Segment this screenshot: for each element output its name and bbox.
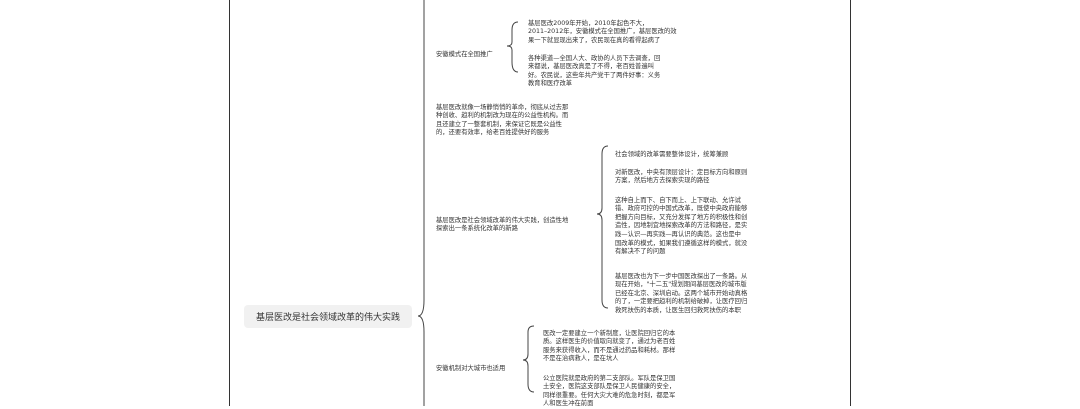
branch-node[interactable]: 基层医改就像一场静悄悄的革命，彻底从过去那 种创收、趋利的机制改为现在的公益性机… <box>436 95 568 138</box>
leaf-node[interactable]: 基层医改也为下一步中国医改探出了一条路。从 现在开始，"十二五"规划期间基层医改… <box>615 264 747 316</box>
leaf-node[interactable]: 这种自上而下、自下而上、上下联动、允许试 错、政府可控的中国式改革，既使中央政府… <box>615 188 747 257</box>
leaf-text: 医改一定要建立一个新制度，让医院回归它的本 质。这样医生的价值取向就变了，通过为… <box>543 329 676 363</box>
leaf-text: 社会领域的改革需要整体设计，统筹兼顾 <box>615 150 729 158</box>
leaf-text: 各种渠道—全国人大、政协的人员下去调查，回 来都说，基层医改真是了不得，老百姓普… <box>528 54 661 88</box>
leaf-node[interactable]: 对新医改，中央有顶层设计：定目标方向和原则 方案，然后地方去探索实现的路径 <box>615 160 747 186</box>
leaf-text: 对新医改，中央有顶层设计：定目标方向和原则 方案，然后地方去探索实现的路径 <box>615 168 748 185</box>
branch-node[interactable]: 安徽模式在全国推广 <box>436 42 493 59</box>
leaf-node[interactable]: 社会领域的改革需要整体设计，统筹兼顾 <box>615 142 728 159</box>
root-node[interactable]: 基层医改是社会领域改革的伟大实践 <box>244 305 412 328</box>
root-label: 基层医改是社会领域改革的伟大实践 <box>255 313 400 323</box>
leaf-node[interactable]: 公立医院就是政府的第二支部队。军队是保卫国 土安全，医院这支部队是保卫人民健康的… <box>543 366 675 409</box>
branch-label: 安徽模式在全国推广 <box>436 50 493 58</box>
branch-node[interactable]: 基层医改是社会领域改革的伟大实践，创造性地 探索出一条系统化改革的新路 <box>436 208 568 234</box>
leaf-node[interactable]: 基层医改2009年开始，2010年起色不大， 2011–2012年，安徽模式在全… <box>528 11 677 45</box>
leaf-text: 基层医改也为下一步中国医改探出了一条路。从 现在开始，"十二五"规划期间基层医改… <box>615 272 748 314</box>
branch-3-brace <box>522 325 535 393</box>
root-brace <box>417 0 425 406</box>
branch-label: 基层医改是社会领域改革的伟大实践，创造性地 探索出一条系统化改革的新路 <box>436 216 569 233</box>
branch-label: 基层医改就像一场静悄悄的革命，彻底从过去那 种创收、趋利的机制改为现在的公益性机… <box>436 103 569 137</box>
branch-label: 安徽机制对大城市也适用 <box>436 364 506 372</box>
leaf-node[interactable]: 各种渠道—全国人大、政协的人员下去调查，回 来都说，基层医改真是了不得，老百姓普… <box>528 46 660 89</box>
branch-node[interactable]: 安徽机制对大城市也适用 <box>436 356 505 373</box>
leaf-text: 公立医院就是政府的第二支部队。军队是保卫国 土安全，医院这支部队是保卫人民健康的… <box>543 374 676 408</box>
right-frame-line <box>850 0 851 406</box>
leaf-text: 基层医改2009年开始，2010年起色不大， 2011–2012年，安徽模式在全… <box>528 19 677 44</box>
branch-0-brace <box>506 21 519 73</box>
left-frame-line <box>229 0 230 406</box>
leaf-node[interactable]: 医改一定要建立一个新制度，让医院回归它的本 质。这样医生的价值取向就变了，通过为… <box>543 321 675 364</box>
branch-2-brace <box>596 145 609 309</box>
leaf-text: 这种自上而下、自下而上、上下联动、允许试 错、政府可控的中国式改革，既使中央政府… <box>615 196 748 256</box>
